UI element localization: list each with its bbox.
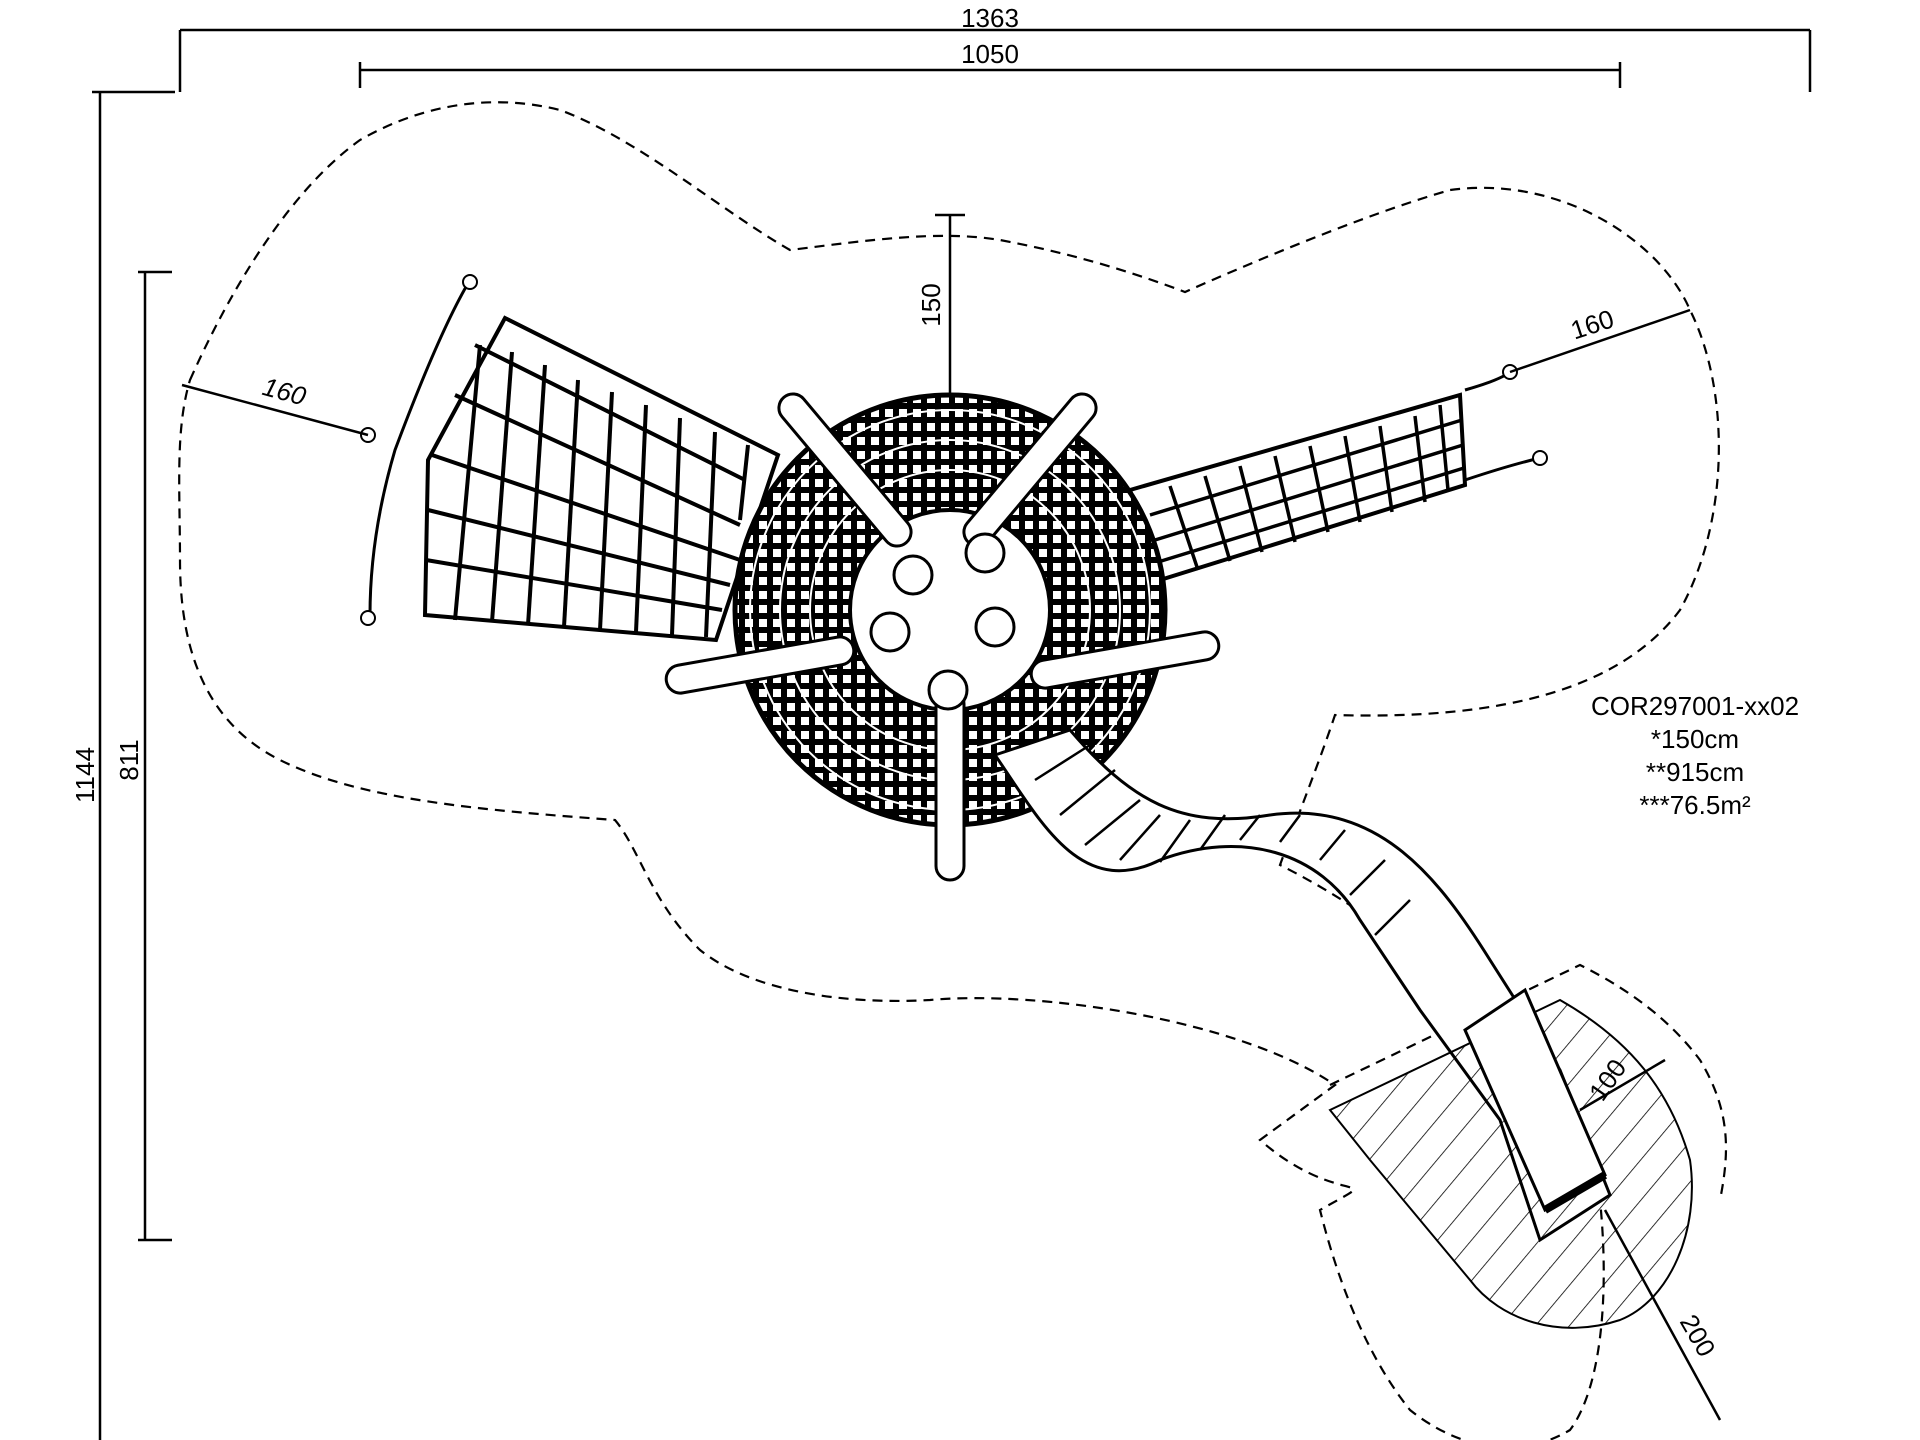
inner-height-label: 811 (114, 739, 144, 780)
slide-exit-length-label: 200 (1674, 1309, 1722, 1362)
top-clearance-label: 150 (916, 283, 946, 326)
overall-height-label: 1144 (70, 747, 100, 803)
right-climbing-net (1127, 364, 1548, 583)
left-climbing-net (360, 274, 781, 643)
perimeter: **915cm (1645, 757, 1745, 787)
slide-exit-hatch (1328, 987, 1693, 1329)
tower-posts (664, 392, 1221, 882)
inner-width-label: 1050 (961, 39, 1019, 69)
slide-exit-zone (1329, 963, 1728, 1201)
dimension-lines (92, 28, 1812, 1440)
fall-height: *150cm (1650, 724, 1740, 754)
left-clearance-label: 160 (259, 371, 309, 411)
area: ***76.5m² (1639, 790, 1751, 820)
right-clearance-label: 160 (1567, 303, 1618, 345)
model-code: COR297001-xx02 (1590, 691, 1800, 721)
overall-width-label: 1363 (961, 3, 1019, 33)
product-info-block: COR297001-xx02 *150cm **915cm ***76.5m² (1565, 690, 1825, 822)
